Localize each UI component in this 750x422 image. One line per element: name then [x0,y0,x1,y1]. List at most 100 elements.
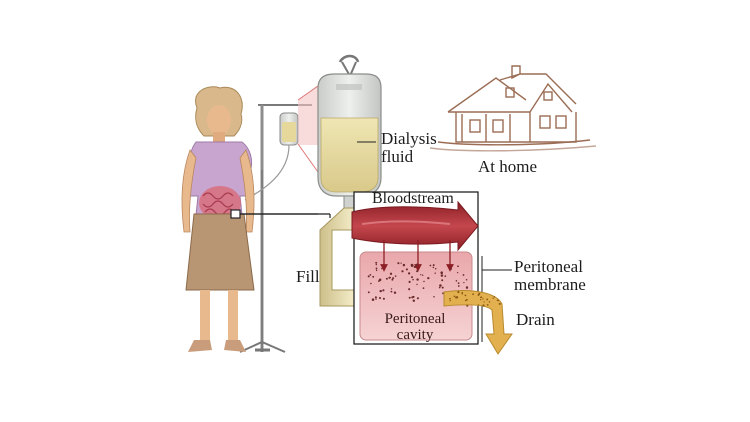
particle [405,268,408,271]
particle [412,278,414,281]
particle [375,269,378,272]
particle [369,274,372,276]
peritoneal-cavity-label: Peritoneal cavity [378,311,452,343]
particle [434,272,436,274]
peritoneal-cavity-label-line2: cavity [396,327,434,343]
drain-particle [482,298,484,300]
particle [407,272,411,275]
particle [420,273,422,276]
peritoneal-cavity-label-line1: Peritoneal [384,311,446,327]
drain-particle [449,300,451,302]
particle [385,277,388,280]
drain-particle [483,301,485,303]
drain-particle [461,292,464,295]
particle [411,296,414,299]
particle [463,281,465,284]
particle [410,263,414,267]
particle [434,267,437,270]
particle [441,286,444,289]
drain-particle [472,293,474,296]
particle [391,278,394,281]
particle [455,280,458,282]
drain-particle [482,304,485,307]
particle [440,274,444,277]
drain-particle [465,298,468,301]
particle [466,287,468,290]
particle [416,270,419,273]
particle [421,274,424,276]
zoom-wedge [298,85,318,145]
drain-label: Drain [516,310,555,329]
drain-particle [486,298,489,301]
particle [382,297,385,300]
drain-particle [486,304,489,306]
particle [415,263,418,266]
particle [433,296,435,298]
particle [416,297,419,300]
particle [390,290,393,293]
particle [457,282,460,284]
particle [413,265,417,269]
particle [432,266,435,269]
drain-particle [455,296,459,299]
particle [375,263,378,266]
particle [370,282,372,285]
particle [457,285,460,287]
particle [394,275,397,277]
particle [381,268,383,270]
drain-particle [488,301,491,303]
drain-particle [498,302,501,305]
particle [444,275,447,277]
particle [423,280,425,283]
fill-label: Fill [296,267,320,286]
bloodstream-label: Bloodstream [372,190,454,207]
patient-figure [181,86,255,352]
particle [400,262,402,264]
particle [408,296,411,299]
drain-particle [449,297,451,300]
particle [465,286,469,289]
particle [416,278,419,281]
particle [367,275,370,278]
drain-particle [453,295,456,298]
particle [408,288,411,291]
particle [427,276,430,280]
peritoneal-membrane-label: Peritoneal membrane [514,258,586,294]
particle [393,291,397,294]
drain-particle [496,299,499,301]
particle [438,286,441,289]
particle [412,299,416,302]
at-home-label: At home [478,157,538,176]
drain-particle [464,299,467,302]
dialysis-fluid-label-line2: fluid [381,147,414,166]
drain-particle [480,296,483,298]
particle [392,277,395,280]
particle [374,296,377,299]
peritoneal-membrane-label-line2: membrane [514,275,586,294]
particle [390,288,393,290]
dialysis-fluid-label-line1: Dialysis [381,129,437,148]
particle [456,271,459,274]
particle [408,280,411,283]
particle [371,298,375,301]
particle [375,261,378,264]
particle [378,280,380,282]
house-icon [429,65,597,152]
peritoneal-membrane-label-line1: Peritoneal [514,257,583,276]
particle [440,271,443,274]
drain-particle [457,290,460,294]
dialysis-bag [317,54,382,211]
particle [429,264,432,267]
particle [450,268,452,270]
drain-particle [464,294,467,297]
drain-particle [493,296,496,298]
drain-particle [492,297,494,299]
small-iv-bag [244,112,299,201]
particle [411,276,413,279]
drain-particle [466,304,469,307]
particle [389,272,393,275]
drain-arrow [443,290,513,355]
particle [372,275,375,278]
